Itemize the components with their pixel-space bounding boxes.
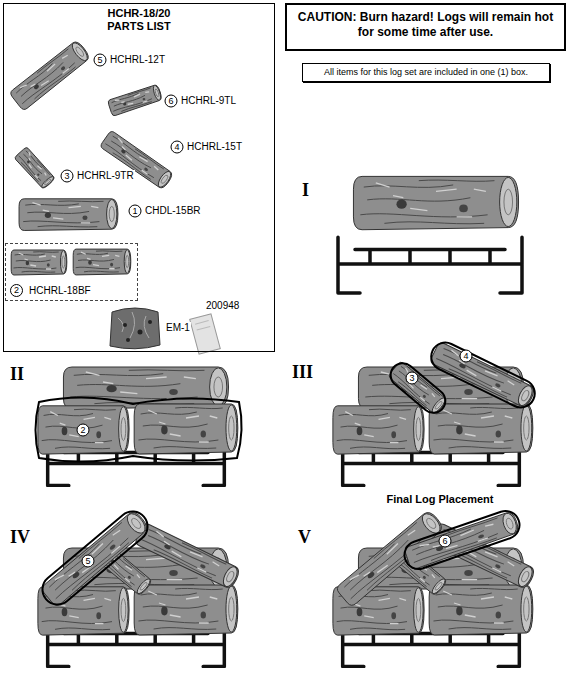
step-numeral: IV xyxy=(10,527,30,547)
step-numeral: II xyxy=(10,364,24,384)
callout-number: 5 xyxy=(94,54,107,67)
callout-number: 4 xyxy=(460,350,473,363)
step-caption: Final Log Placement xyxy=(385,493,496,506)
callout-number: 6 xyxy=(165,95,178,108)
part-number: HCHRL-18BF xyxy=(28,284,92,297)
callout-number: 6 xyxy=(439,535,452,548)
part-number: HCHRL-15T xyxy=(186,141,243,153)
callout-number: 2 xyxy=(10,284,23,297)
callout-number: 4 xyxy=(171,141,184,154)
part-number: 200948 xyxy=(205,300,240,312)
step-numeral: I xyxy=(302,180,309,200)
part-number: HCHRL-9TR xyxy=(76,170,135,182)
parts-list-subtitle: PARTS LIST xyxy=(4,20,274,33)
part-number: HCHRL-9TL xyxy=(180,95,237,107)
part-group-box: 2 HCHRL-18BF xyxy=(5,243,138,301)
caution-box: CAUTION: Burn hazard! Logs will remain h… xyxy=(285,3,566,51)
part-number: CHDL-15BR xyxy=(144,205,202,217)
part-number: EM-1 xyxy=(165,322,191,334)
step-numeral: III xyxy=(292,362,313,382)
caution-text: CAUTION: Burn hazard! Logs will remain h… xyxy=(295,10,556,40)
callout-number: 5 xyxy=(82,555,95,568)
callout-number: 2 xyxy=(77,424,90,437)
part-number: HCHRL-12T xyxy=(109,54,166,66)
callout-number: 3 xyxy=(406,372,419,385)
note-box: All items for this log set are included … xyxy=(302,63,550,82)
callout-number: 1 xyxy=(129,205,142,218)
note-text: All items for this log set are included … xyxy=(307,66,545,78)
callout-number: 3 xyxy=(61,170,74,183)
parts-list-title: HCHR-18/20 xyxy=(4,7,274,20)
step-numeral: V xyxy=(298,527,311,547)
